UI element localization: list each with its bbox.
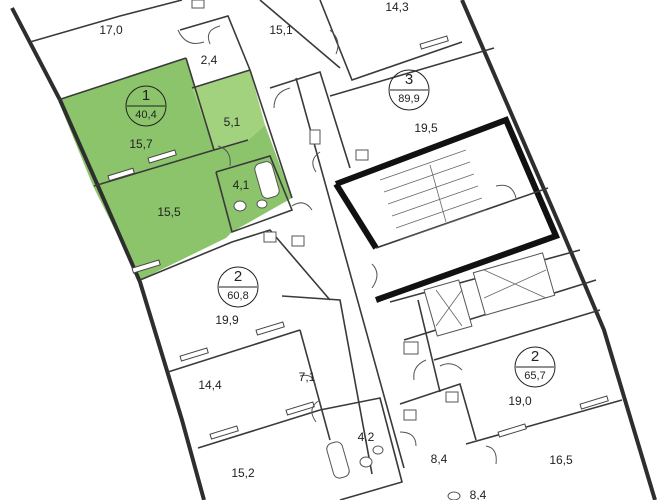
room-area-label: 7,1 <box>299 370 316 384</box>
apartment-area: 40,4 <box>135 109 156 121</box>
apartment-number: 2 <box>531 348 539 365</box>
room-area-label: 17,0 <box>99 23 123 37</box>
staircase <box>379 149 487 241</box>
room-area-label: 14,4 <box>198 378 222 392</box>
room-area-label: 14,3 <box>385 0 409 14</box>
elevator-shafts <box>423 252 556 337</box>
room-area-label: 15,1 <box>269 23 293 37</box>
apartment-number: 1 <box>142 87 150 104</box>
room-area-label: 16,5 <box>549 453 573 467</box>
interior-walls-left <box>57 0 403 500</box>
bathroom-fixtures <box>191 0 461 500</box>
doors <box>177 25 517 465</box>
room-area-label: 19,5 <box>414 121 438 135</box>
room-area-label: 15,5 <box>157 205 181 219</box>
room-area-label: 15,2 <box>231 466 255 480</box>
room-area-label: 15,7 <box>129 137 153 151</box>
room-area-label: 4,2 <box>358 430 375 444</box>
apartment-number: 3 <box>405 71 413 88</box>
room-area-label: 8,4 <box>470 488 487 500</box>
room-area-label: 8,4 <box>431 452 448 466</box>
outer-walls <box>10 0 657 500</box>
apartment-marker-2-right[interactable]: 2 65,7 <box>514 346 556 388</box>
apartment-area: 60,8 <box>227 290 248 302</box>
apartment-number: 2 <box>234 268 242 285</box>
room-area-label: 19,9 <box>215 313 239 327</box>
apartment-marker-2-left[interactable]: 2 60,8 <box>217 266 259 308</box>
apartment-area: 89,9 <box>398 93 419 105</box>
room-area-label: 19,0 <box>508 394 532 408</box>
apartment-marker-3[interactable]: 3 89,9 <box>388 69 430 111</box>
room-labels: 17,0 2,4 15,1 14,3 15,7 5,1 4,1 15,5 19,… <box>99 0 573 500</box>
apartment-marker-1[interactable]: 1 40,4 <box>125 85 167 127</box>
room-area-label: 4,1 <box>233 178 250 192</box>
room-area-label: 2,4 <box>201 53 218 67</box>
windows <box>107 35 609 440</box>
apartment-area: 65,7 <box>524 370 545 382</box>
interior-walls-right <box>319 0 623 445</box>
room-area-label: 5,1 <box>224 115 241 129</box>
